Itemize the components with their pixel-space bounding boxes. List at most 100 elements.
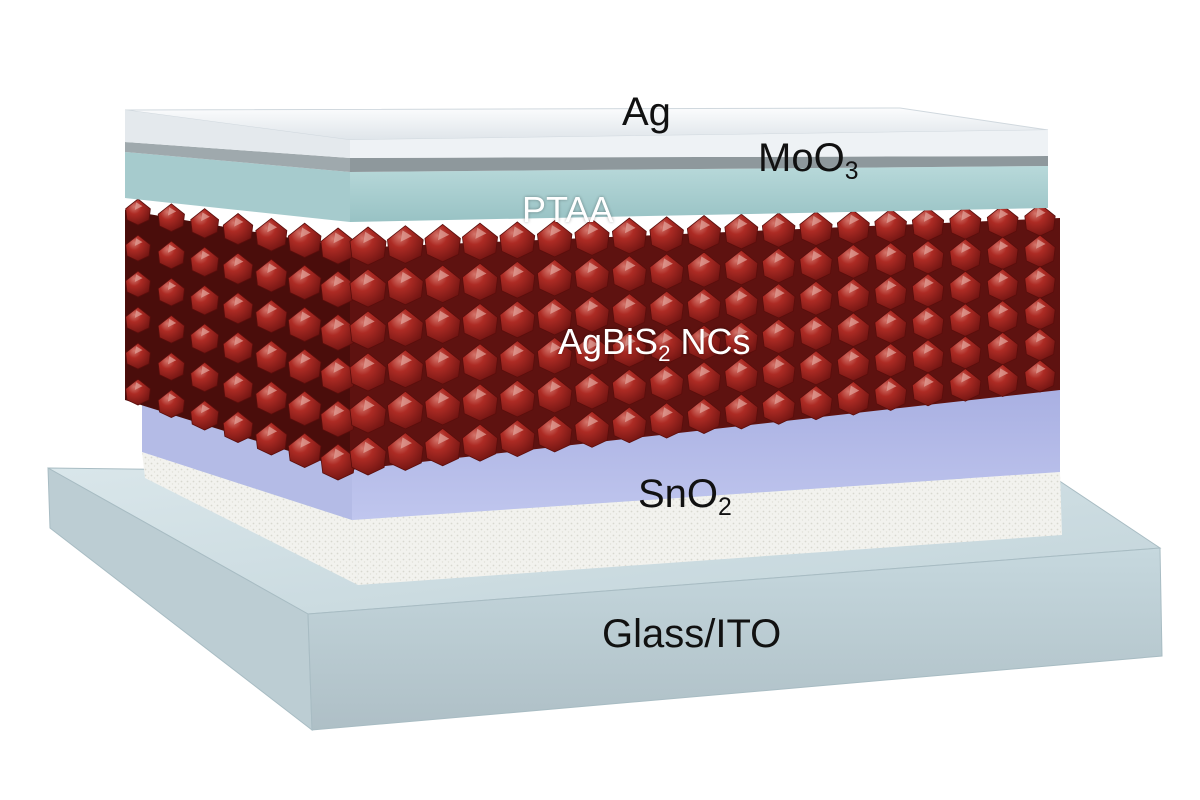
octahedral-nanocrystal-icon: [649, 216, 684, 253]
octahedral-nanocrystal-icon: [287, 222, 322, 258]
octahedral-nanocrystal-icon: [255, 217, 288, 252]
octahedral-nanocrystal-icon: [536, 415, 573, 453]
agbis2-ncs-label: AgBiS2 NCs: [558, 321, 751, 367]
octahedral-nanocrystal-icon: [1024, 203, 1056, 237]
octahedral-nanocrystal-icon: [649, 365, 684, 402]
octahedral-nanocrystal-icon: [761, 318, 796, 354]
octahedral-nanocrystal-icon: [611, 217, 647, 255]
octahedral-nanocrystal-icon: [574, 372, 610, 410]
octahedral-nanocrystal-icon: [462, 303, 498, 342]
octahedral-nanocrystal-icon: [462, 423, 498, 462]
octahedral-nanocrystal-icon: [157, 352, 185, 381]
octahedral-nanocrystal-icon: [387, 225, 424, 264]
octahedral-nanocrystal-icon: [1024, 359, 1056, 393]
octahedral-nanocrystal-icon: [536, 337, 573, 375]
octahedral-nanocrystal-icon: [574, 218, 610, 256]
octahedral-nanocrystal-icon: [761, 283, 796, 319]
octahedral-nanocrystal-icon: [462, 343, 498, 382]
agbis2-nanocrystal-layer: [125, 198, 1060, 481]
octahedral-nanocrystal-icon: [387, 390, 424, 430]
octahedral-nanocrystal-icon: [874, 208, 907, 243]
octahedral-nanocrystal-icon: [911, 207, 945, 242]
octahedral-nanocrystal-icon: [255, 421, 288, 456]
octahedral-nanocrystal-icon: [499, 221, 536, 259]
octahedral-nanocrystal-icon: [836, 346, 870, 382]
octahedral-nanocrystal-icon: [761, 389, 796, 425]
octahedral-nanocrystal-icon: [349, 226, 387, 266]
octahedral-nanocrystal-icon: [799, 315, 833, 351]
octahedral-nanocrystal-icon: [255, 340, 288, 374]
octahedral-nanocrystal-icon: [499, 379, 536, 418]
octahedral-nanocrystal-icon: [190, 361, 220, 393]
octahedral-nanocrystal-icon: [387, 432, 424, 471]
octahedral-nanocrystal-icon: [611, 330, 647, 368]
octahedral-nanocrystal-icon: [949, 238, 982, 273]
octahedral-nanocrystal-icon: [349, 352, 387, 392]
octahedral-nanocrystal-icon: [424, 264, 461, 304]
octahedral-nanocrystal-icon: [949, 368, 982, 402]
octahedral-nanocrystal-icon: [574, 334, 610, 371]
octahedral-nanocrystal-icon: [287, 390, 322, 426]
octahedral-nanocrystal-icon: [157, 314, 185, 344]
octahedral-nanocrystal-icon: [287, 432, 322, 468]
octahedral-nanocrystal-icon: [387, 266, 424, 306]
octahedral-nanocrystal-icon: [255, 258, 288, 293]
octahedral-nanocrystal-icon: [222, 331, 254, 364]
octahedral-nanocrystal-icon: [611, 293, 647, 330]
octahedral-nanocrystal-icon: [874, 376, 907, 411]
octahedral-nanocrystal-icon: [649, 253, 684, 290]
octahedral-nanocrystal-icon: [125, 198, 151, 226]
ag-label: Ag: [622, 90, 671, 134]
octahedral-nanocrystal-icon: [287, 348, 322, 384]
octahedral-nanocrystal-icon: [799, 245, 833, 281]
octahedral-nanocrystal-icon: [190, 246, 220, 277]
nanocrystal-array: [125, 198, 1056, 481]
octahedral-nanocrystal-icon: [157, 389, 185, 418]
octahedral-nanocrystal-icon: [724, 213, 759, 250]
octahedral-nanocrystal-icon: [536, 298, 573, 336]
octahedral-nanocrystal-icon: [911, 372, 945, 407]
octahedral-nanocrystal-icon: [222, 410, 254, 443]
octahedral-nanocrystal-icon: [836, 244, 870, 279]
octahedral-nanocrystal-icon: [349, 268, 387, 308]
ag-electrode: [124, 107, 1049, 158]
glass-ito-label: Glass/ITO: [602, 612, 782, 656]
octahedral-nanocrystal-icon: [986, 363, 1019, 398]
octahedral-nanocrystal-icon: [799, 385, 833, 421]
octahedral-nanocrystal-icon: [190, 323, 220, 354]
octahedral-nanocrystal-icon: [287, 264, 322, 300]
octahedral-nanocrystal-icon: [320, 227, 356, 265]
octahedral-nanocrystal-icon: [836, 312, 870, 348]
sno2-label: SnO2: [638, 472, 732, 521]
octahedral-nanocrystal-icon: [611, 406, 647, 444]
octahedral-nanocrystal-icon: [536, 259, 573, 297]
moo3-layer: [125, 142, 1048, 172]
octahedral-nanocrystal-icon: [574, 295, 610, 333]
octahedral-nanocrystal-icon: [536, 376, 573, 414]
octahedral-nanocrystal-icon: [125, 306, 151, 334]
octahedral-nanocrystal-icon: [574, 410, 610, 448]
octahedral-nanocrystal-icon: [125, 378, 151, 406]
octahedral-nanocrystal-icon: [320, 313, 356, 351]
octahedral-nanocrystal-icon: [190, 400, 220, 431]
octahedral-nanocrystal-icon: [836, 278, 870, 313]
octahedral-nanocrystal-icon: [836, 209, 870, 245]
octahedral-nanocrystal-icon: [986, 204, 1019, 239]
octahedral-nanocrystal-icon: [190, 208, 220, 239]
octahedral-nanocrystal-icon: [724, 249, 759, 286]
octahedral-nanocrystal-icon: [686, 324, 722, 361]
octahedral-nanocrystal-icon: [190, 284, 220, 316]
octahedral-nanocrystal-icon: [499, 419, 536, 457]
octahedral-nanocrystal-icon: [157, 277, 185, 307]
octahedral-nanocrystal-icon: [462, 222, 498, 261]
octahedral-nanocrystal-icon: [157, 240, 185, 270]
octahedral-nanocrystal-icon: [761, 212, 796, 248]
octahedral-nanocrystal-icon: [462, 262, 498, 301]
octahedral-nanocrystal-icon: [836, 380, 870, 416]
octahedral-nanocrystal-icon: [462, 383, 498, 422]
octahedral-nanocrystal-icon: [649, 402, 684, 439]
octahedral-nanocrystal-icon: [349, 394, 387, 434]
octahedral-nanocrystal-icon: [611, 368, 647, 406]
octahedral-nanocrystal-icon: [574, 257, 610, 295]
